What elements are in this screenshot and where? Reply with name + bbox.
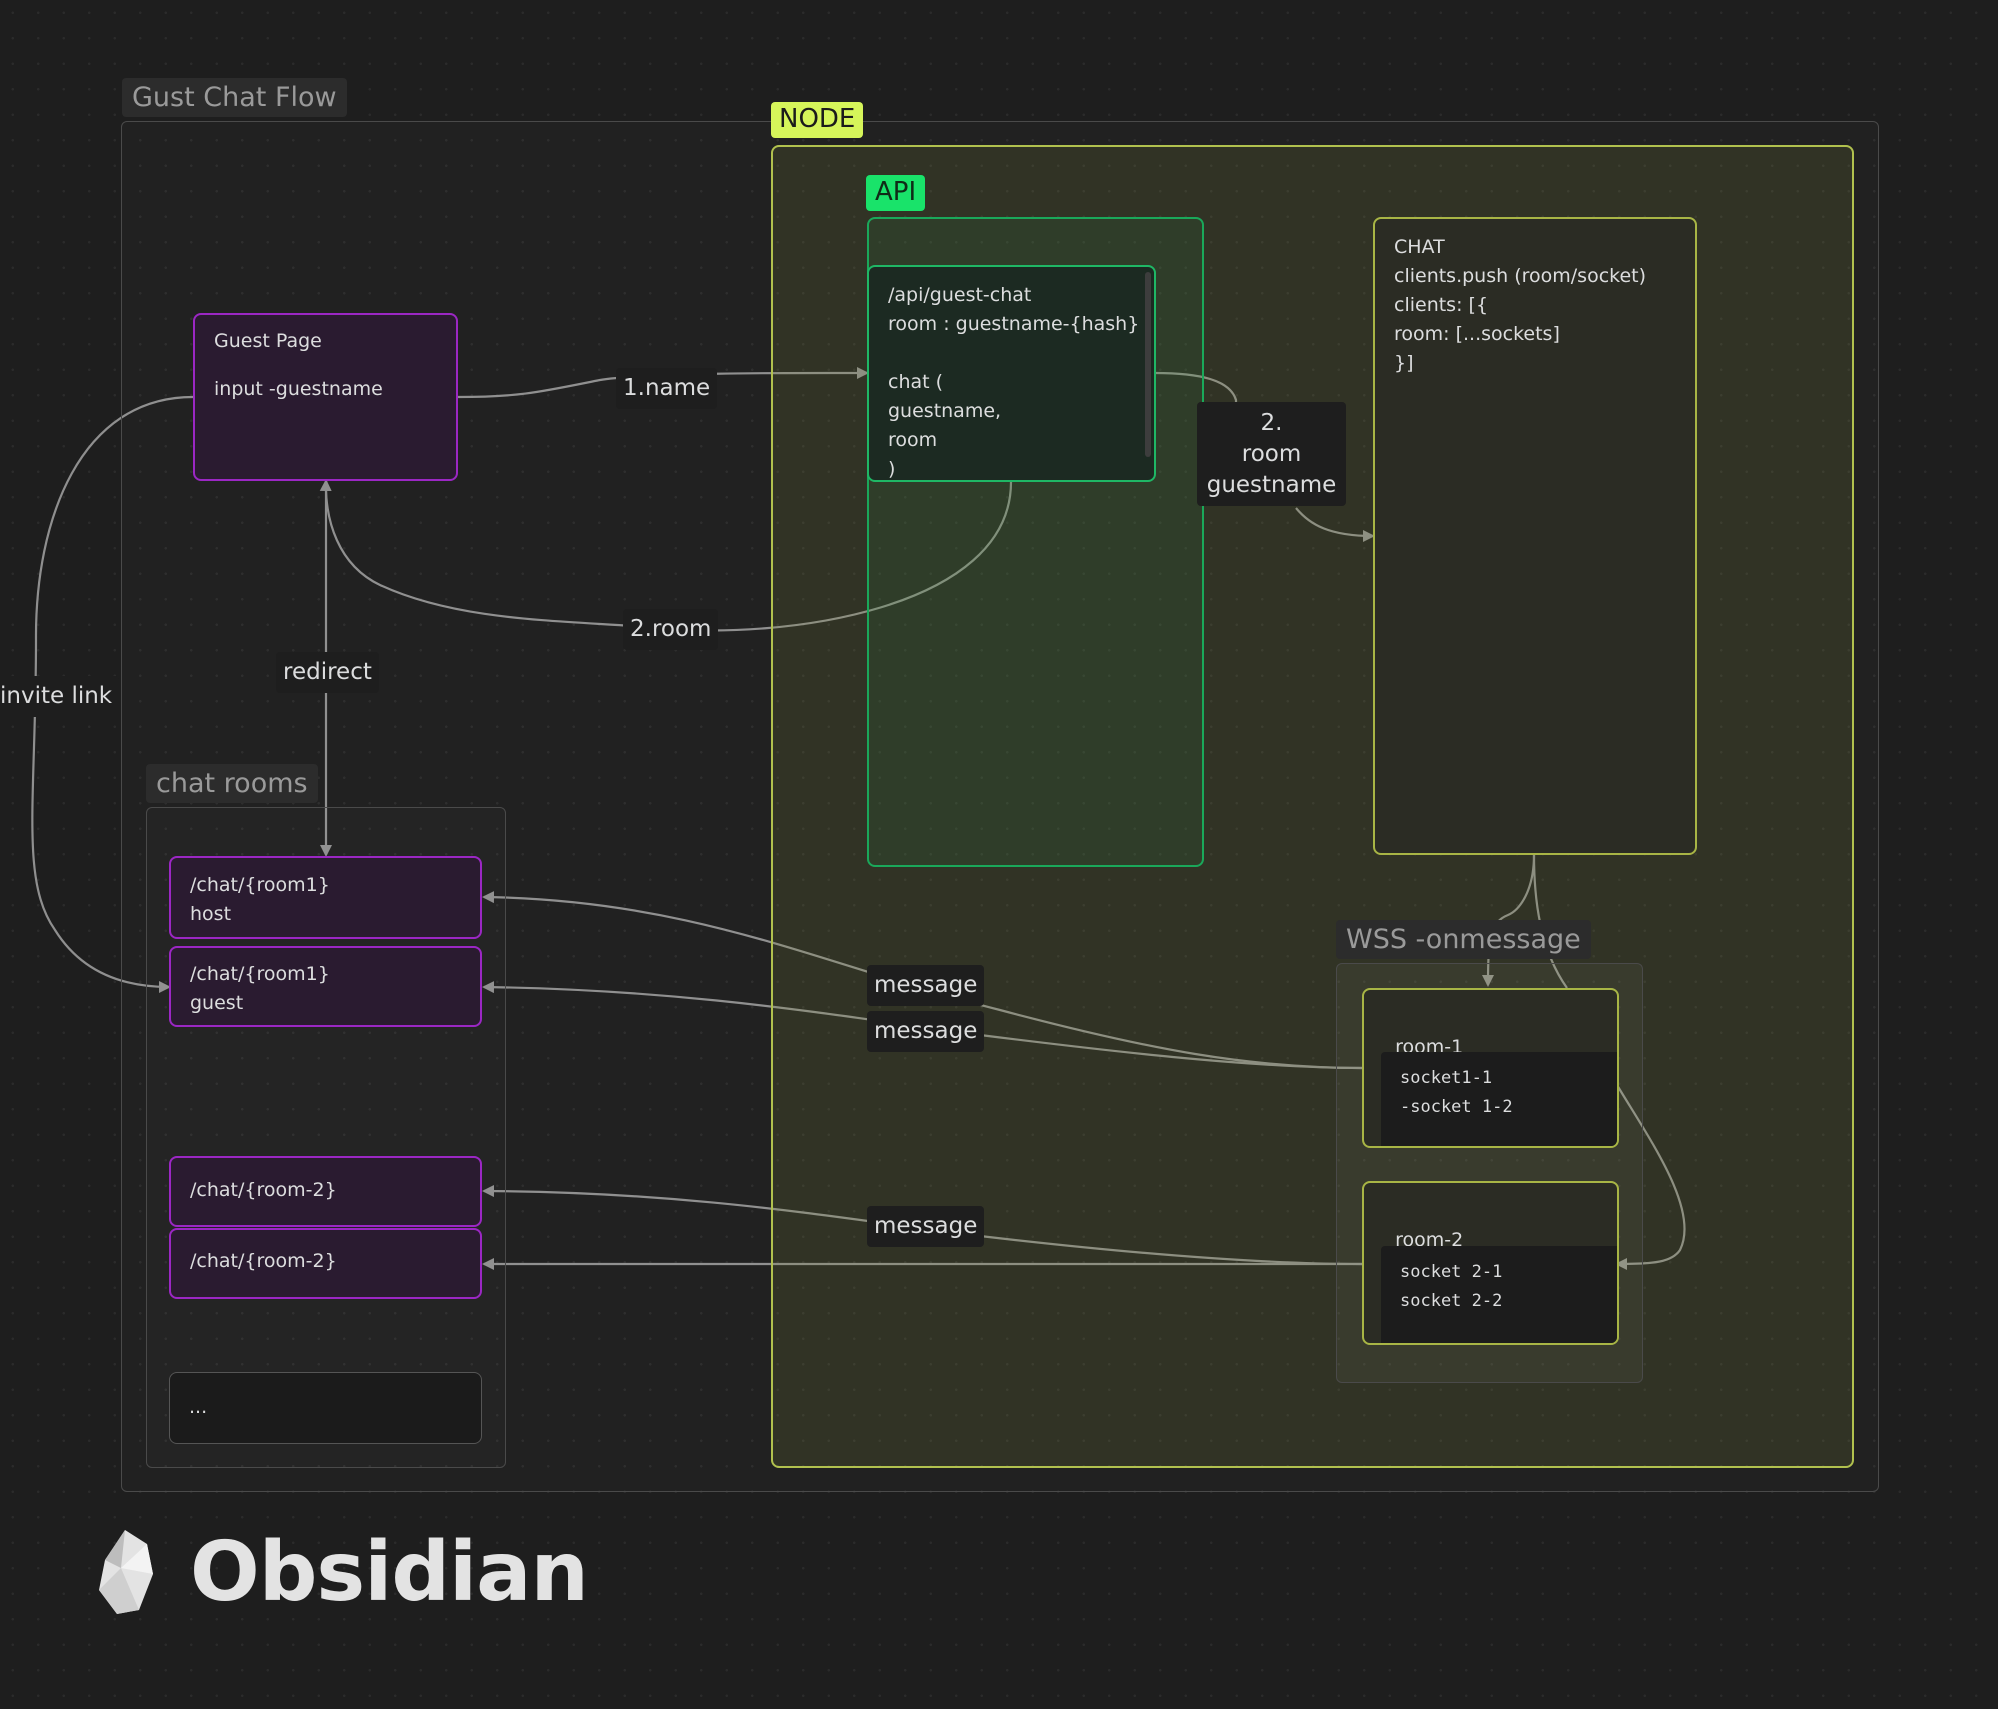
card-room1-guest[interactable]: /chat/{room1} guest — [169, 946, 482, 1027]
card-chat[interactable]: CHAT clients.push (room/socket) clients:… — [1373, 217, 1697, 855]
card-room-2[interactable]: room-2 socket 2-1 socket 2-2 — [1362, 1181, 1619, 1345]
card-room1-host[interactable]: /chat/{room1} host — [169, 856, 482, 939]
edge-label-room-guestname: 2. room guestname — [1197, 402, 1346, 506]
edge-label-name: 1.name — [616, 368, 718, 409]
group-label-chat-rooms: chat rooms — [146, 764, 318, 804]
group-label-gust-chat-flow: Gust Chat Flow — [122, 78, 347, 118]
edge-label-message-2: message — [867, 1011, 985, 1052]
group-label-api: API — [866, 175, 926, 211]
card-more[interactable]: ... — [169, 1372, 482, 1444]
card-room2-b[interactable]: /chat/{room-2} — [169, 1228, 482, 1299]
group-gust-chat-flow[interactable] — [121, 121, 1879, 1492]
edge-label-room: 2.room — [623, 609, 719, 650]
card-room-1[interactable]: room-1 socket1-1 -socket 1-2 — [1362, 988, 1619, 1148]
room-1-code: socket1-1 -socket 1-2 — [1381, 1052, 1617, 1146]
room-2-title: room-2 — [1395, 1229, 1464, 1251]
obsidian-logo-icon — [99, 1530, 153, 1614]
group-label-node: NODE — [771, 102, 864, 138]
edge-label-redirect: redirect — [276, 652, 379, 693]
card-guest-page[interactable]: Guest Page input -guestname — [193, 313, 458, 481]
group-label-wss-onmessage: WSS -onmessage — [1336, 920, 1591, 960]
card-room2-a[interactable]: /chat/{room-2} — [169, 1156, 482, 1227]
card-scrollbar[interactable] — [1145, 272, 1151, 457]
card-api-guest-chat[interactable]: /api/guest-chat room : guestname-{hash} … — [867, 265, 1156, 482]
brand-watermark: Obsidian — [95, 1525, 595, 1625]
room-2-code: socket 2-1 socket 2-2 — [1381, 1246, 1617, 1343]
brand-name: Obsidian — [190, 1525, 589, 1620]
group-chat-rooms[interactable] — [146, 807, 506, 1468]
edge-label-invite-link: invite link — [0, 676, 120, 717]
edge-label-message-3: message — [867, 1206, 985, 1247]
edge-label-message-1: message — [867, 965, 985, 1006]
